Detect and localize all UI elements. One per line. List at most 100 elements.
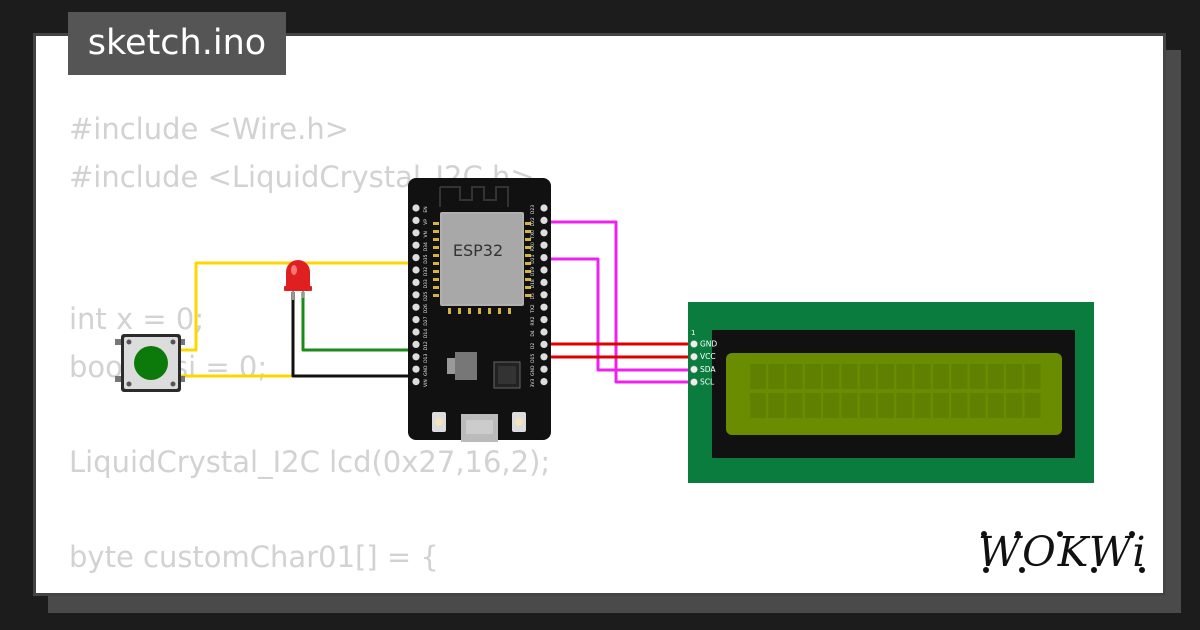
lcd-cell <box>987 393 1004 418</box>
esp32-pin-label: D12 <box>423 341 429 350</box>
lcd-cell <box>823 364 840 389</box>
esp32-pin-label: TX2 <box>530 304 536 314</box>
esp32-pin[interactable] <box>412 353 420 361</box>
esp32-pin-label: GND <box>530 365 536 376</box>
lcd-pin[interactable] <box>690 352 698 361</box>
esp32-pin-label: D13 <box>423 354 429 363</box>
esp32-pin[interactable] <box>412 340 420 348</box>
button-cap[interactable] <box>134 346 168 380</box>
esp32-pin-label: D23 <box>530 205 536 214</box>
wire-black[interactable] <box>291 292 413 378</box>
esp32-pin-label: RX0 <box>530 242 536 251</box>
esp32-pin[interactable] <box>540 278 548 286</box>
lcd-pin-label: VCC <box>700 352 716 361</box>
lcd-cell <box>1006 364 1023 389</box>
esp32-pin[interactable] <box>540 303 548 311</box>
esp32-pin-label: D14 <box>423 329 429 338</box>
code-line: B00000, <box>69 582 550 593</box>
esp32-pin[interactable] <box>412 278 420 286</box>
code-line: #include <Wire.h> <box>69 112 350 146</box>
wire-magenta-scl[interactable] <box>544 220 692 384</box>
esp32-pin-label: D27 <box>423 316 429 325</box>
lcd-cell <box>786 393 803 418</box>
lcd-pin[interactable] <box>690 340 698 348</box>
lcd-pin-label: SDA <box>700 365 716 374</box>
wire-magenta-sda[interactable] <box>544 257 692 372</box>
esp32-pin[interactable] <box>540 204 548 212</box>
esp32-pin-label: D35 <box>423 254 429 263</box>
esp32-pin[interactable] <box>540 216 548 224</box>
lcd-cell <box>878 393 895 418</box>
esp32-pin-label: D18 <box>530 279 536 288</box>
lcd-cell <box>1024 364 1041 389</box>
code-line: #include <LiquidCrystal_I2C.h> <box>69 159 535 194</box>
esp32-pin[interactable] <box>412 216 420 224</box>
lcd-pin[interactable] <box>690 365 698 374</box>
esp32-pin-label: VN <box>423 231 429 237</box>
esp32-pin[interactable] <box>540 328 548 336</box>
esp32-pin-label: D26 <box>423 304 429 313</box>
lcd-cell <box>951 364 968 389</box>
esp32-pin[interactable] <box>412 328 420 336</box>
lcd-pin[interactable] <box>690 378 698 386</box>
esp32-pin[interactable] <box>540 340 548 348</box>
esp32-pin-label: VP <box>423 219 429 225</box>
wokwi-logo-accents <box>981 531 1145 573</box>
esp32-pin[interactable] <box>540 353 548 361</box>
esp32-board[interactable]: ESP32 EN <box>408 178 551 442</box>
esp32-pin[interactable] <box>540 266 548 274</box>
lcd-cell <box>951 393 968 418</box>
esp32-pin[interactable] <box>412 229 420 237</box>
esp32-left-pins: ENVPVND34D35D32D33D25D26D27D14D12D13GNDV… <box>412 204 429 387</box>
lcd-cell <box>933 393 949 418</box>
lcd-cell <box>768 364 785 389</box>
esp32-pin-label: D2 <box>530 343 536 349</box>
code-background: #include <Wire.h> #include <LiquidCrystal… <box>69 106 550 593</box>
esp32-pin[interactable] <box>540 378 548 386</box>
lcd-cell <box>933 364 949 389</box>
lcd-cell <box>859 393 876 418</box>
wire-green[interactable] <box>301 292 413 352</box>
esp32-pin[interactable] <box>412 204 420 212</box>
esp32-pin-label: GND <box>423 365 429 376</box>
esp32-label: ESP32 <box>453 241 503 260</box>
file-tab[interactable]: sketch.ino <box>68 12 286 75</box>
lcd-cell <box>804 393 821 418</box>
esp32-pin[interactable] <box>540 365 548 373</box>
esp32-pin-label: D22 <box>530 217 536 226</box>
esp32-pin-label: D34 <box>423 242 429 251</box>
lcd-cell <box>914 393 931 418</box>
lcd-cell <box>804 364 821 389</box>
wire-red-gnd[interactable] <box>542 342 692 351</box>
esp32-pin[interactable] <box>540 241 548 249</box>
esp32-pin[interactable] <box>540 291 548 299</box>
lcd-cell <box>1006 393 1023 418</box>
lcd-cell <box>896 393 913 418</box>
lcd-character-cells <box>750 364 1041 418</box>
esp32-pin-label: D32 <box>423 267 429 276</box>
push-button[interactable] <box>115 334 185 392</box>
lcd-pin-label: SCL <box>700 378 715 387</box>
esp32-pin[interactable] <box>412 241 420 249</box>
code-line: int x = 0; <box>69 302 205 337</box>
esp32-pin[interactable] <box>540 254 548 262</box>
esp32-pin[interactable] <box>540 229 548 237</box>
esp32-pin[interactable] <box>412 266 420 274</box>
esp32-pin-label: D4 <box>530 330 536 336</box>
esp32-pin-label: D33 <box>423 279 429 288</box>
esp32-pin-label: EN <box>423 206 429 212</box>
esp32-pin[interactable] <box>412 291 420 299</box>
esp32-pin[interactable] <box>412 316 420 324</box>
red-led[interactable] <box>284 260 312 300</box>
esp32-pin[interactable] <box>540 316 548 324</box>
esp32-pin[interactable] <box>412 378 420 386</box>
esp32-pin[interactable] <box>412 254 420 262</box>
lcd-cell <box>786 364 803 389</box>
esp32-pin[interactable] <box>412 303 420 311</box>
esp32-pin[interactable] <box>412 365 420 373</box>
esp32-pin-label: D15 <box>530 354 536 363</box>
esp32-pin-label: RX2 <box>530 316 536 325</box>
